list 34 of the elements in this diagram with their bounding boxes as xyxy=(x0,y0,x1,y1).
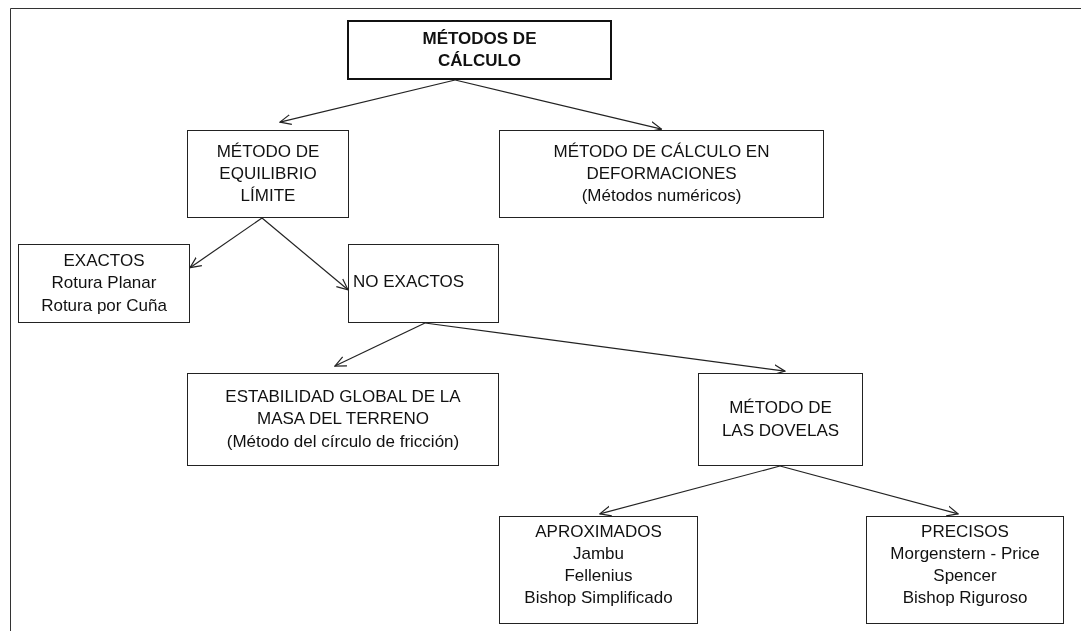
box xyxy=(187,373,499,466)
node-text: Morgenstern - Price xyxy=(890,543,1040,566)
node-text: Jambu xyxy=(573,543,624,566)
box xyxy=(698,373,863,466)
arrow xyxy=(279,79,456,125)
node-title: NO EXACTOS xyxy=(353,271,465,293)
node-title: MÉTODO DE CÁLCULO EN DEFORMACIONES xyxy=(552,140,771,185)
arrow xyxy=(261,217,349,291)
node-title: EXACTOS xyxy=(63,250,145,273)
node-text: Bishop Riguroso xyxy=(902,587,1028,610)
box xyxy=(499,130,824,218)
arrow xyxy=(599,465,781,517)
node-text: Bishop Simplificado xyxy=(524,587,673,610)
node-text: (Métodos numéricos) xyxy=(581,185,742,208)
arrow xyxy=(334,322,426,367)
node-text: Rotura por Cuña xyxy=(41,294,167,317)
node-title: MÉTODO DE LAS DOVELAS xyxy=(720,397,841,442)
node-text: Fellenius xyxy=(564,565,633,588)
box xyxy=(499,516,698,624)
box xyxy=(348,244,499,323)
node-text: Rotura Planar xyxy=(51,272,157,295)
node-text: Spencer xyxy=(933,565,997,588)
arrow xyxy=(779,465,959,517)
box xyxy=(866,516,1064,624)
node-title: APROXIMADOS xyxy=(535,521,662,543)
node-title: MÉTODO DE EQUILIBRIO LÍMITE xyxy=(215,140,321,208)
node-title: ESTABILIDAD GLOBAL DE LA MASA DEL TERRENO xyxy=(224,386,462,431)
box xyxy=(187,130,349,218)
box xyxy=(18,244,190,323)
node-text: (Método del círculo de fricción) xyxy=(226,430,460,453)
arrow xyxy=(189,217,263,269)
box xyxy=(347,20,612,80)
node-title: MÉTODOS DE CÁLCULO xyxy=(421,27,538,72)
node-title: PRECISOS xyxy=(921,521,1009,543)
